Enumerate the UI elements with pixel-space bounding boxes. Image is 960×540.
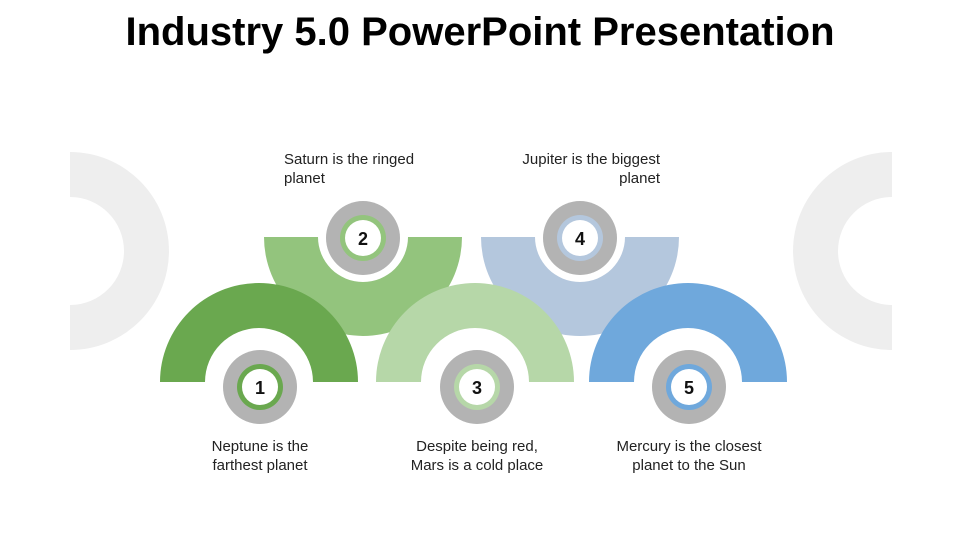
badge-step-2: 2 (326, 201, 400, 275)
arc-step-1 (160, 283, 358, 382)
step-5-text: Mercury is the closest planet to the Sun (616, 438, 762, 474)
right-decorative-arc (793, 152, 892, 350)
badge-step-1: 1 (223, 350, 297, 424)
step-3-text: Despite being red, Mars is a cold place (410, 438, 544, 474)
left-decorative-arc (70, 152, 169, 350)
step-2-text: Saturn is the ringed planet (284, 151, 415, 187)
arc-step-5 (589, 283, 787, 382)
slide-title: Industry 5.0 PowerPoint Presentation (125, 10, 835, 54)
badge-step-4: 4 (543, 201, 617, 275)
step-1-text: Neptune is the farthest planet (211, 438, 309, 474)
arc-step-3 (376, 283, 574, 382)
step-4-text: Jupiter is the biggest planet (522, 151, 660, 187)
badge-step-3: 3 (440, 350, 514, 424)
badge-number-3: 3 (472, 378, 482, 398)
badge-number-5: 5 (684, 378, 694, 398)
badge-number-1: 1 (255, 378, 265, 398)
badge-number-2: 2 (358, 229, 368, 249)
badge-number-4: 4 (575, 229, 585, 249)
badge-step-5: 5 (652, 350, 726, 424)
